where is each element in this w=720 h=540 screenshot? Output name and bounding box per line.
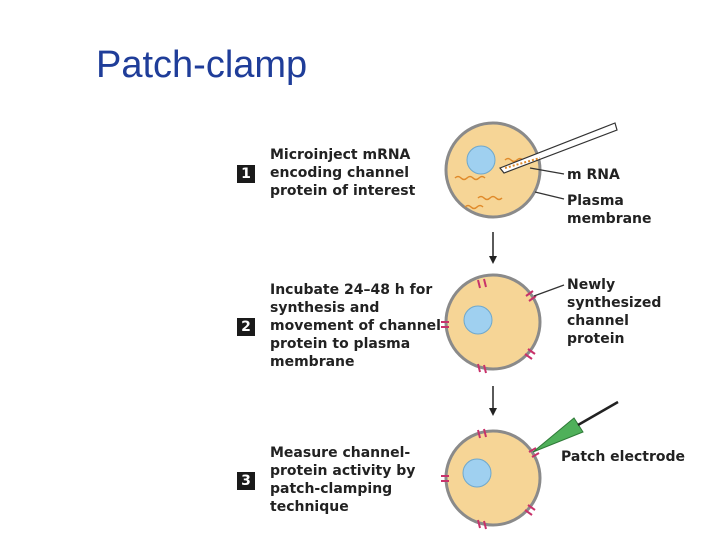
mrna-strand-3 [464, 204, 484, 210]
cell-3 [441, 400, 619, 530]
patch-electrode-label: Patch electrode [561, 449, 685, 465]
cell-2-nucleus [463, 305, 493, 335]
slide-title: Patch-clamp [96, 44, 308, 86]
mrna-label: m RNA [567, 167, 620, 183]
arrow-down-1 [489, 232, 497, 264]
step-2-number: 2 [237, 318, 255, 336]
cell-1-membrane [444, 121, 542, 219]
cell-3-membrane [444, 429, 542, 527]
cell-2-channels [441, 278, 537, 374]
new-channel-label: Newly synthesized channel protein [567, 277, 662, 347]
step-1-text: Microinject mRNA encoding channel protei… [270, 147, 416, 199]
step-2-text: Incubate 24–48 h for synthesis and movem… [270, 282, 441, 370]
mrna-leader-line [529, 167, 565, 175]
plasma-membrane-label: Plasma membrane [567, 193, 652, 227]
patch-electrode [532, 417, 584, 453]
electrode-wire [577, 400, 619, 427]
membrane-leader-line [534, 191, 565, 200]
mrna-strand-2 [477, 195, 503, 201]
cell-3-nucleus [462, 458, 492, 488]
cell-1 [444, 121, 618, 219]
cell-3-channels [441, 428, 540, 530]
mrna-strand-1 [454, 175, 486, 181]
step-1-number: 1 [237, 165, 255, 183]
arrow-down-2 [489, 386, 497, 416]
step-3-number: 3 [237, 472, 255, 490]
cell-1-nucleus [466, 145, 496, 175]
channel-leader-line [533, 284, 565, 297]
step-3-text: Measure channel- protein activity by pat… [270, 445, 416, 515]
mrna-strand-4 [504, 157, 524, 163]
cell-2 [441, 273, 565, 374]
